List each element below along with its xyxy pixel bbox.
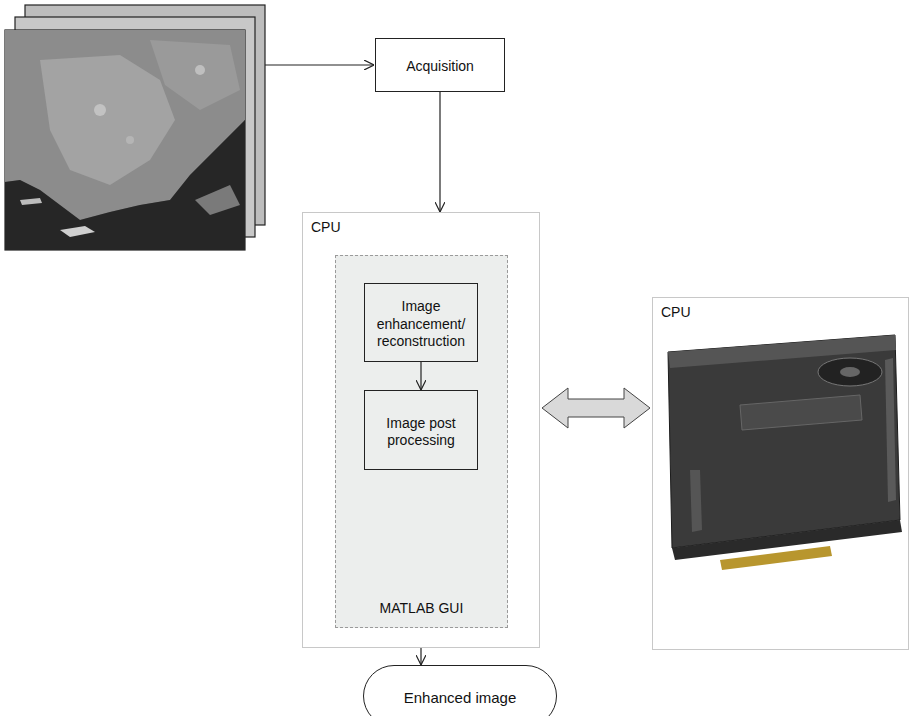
node-label: Image post processing bbox=[371, 415, 471, 450]
flow-arrow bbox=[420, 648, 421, 665]
cpu-container: Image enhancement/ reconstructionImage p… bbox=[302, 212, 540, 648]
image-stack bbox=[5, 5, 265, 250]
node-label: Acquisition bbox=[406, 58, 474, 76]
flow-arrow bbox=[439, 92, 440, 212]
flow-arrow bbox=[420, 362, 421, 390]
bidirectional-block-arrow bbox=[542, 388, 650, 428]
container-label: CPU bbox=[311, 219, 341, 237]
container-label: CPU bbox=[661, 304, 691, 322]
process-box: Image post processing bbox=[364, 390, 478, 470]
node-label: Image enhancement/ reconstruction bbox=[371, 298, 471, 351]
terminal-pill: Enhanced image bbox=[363, 665, 557, 716]
process-box: Acquisition bbox=[375, 38, 505, 92]
input-arrow bbox=[265, 64, 374, 65]
node-label: Enhanced image bbox=[404, 689, 517, 708]
container-label: MATLAB GUI bbox=[380, 600, 464, 618]
gpu-card bbox=[668, 335, 902, 570]
region-fill bbox=[335, 255, 508, 628]
gui-region: Image enhancement/ reconstructionImage p… bbox=[335, 255, 508, 628]
process-box: Image enhancement/ reconstruction bbox=[364, 283, 478, 362]
gpu-container: CPU bbox=[652, 297, 909, 650]
